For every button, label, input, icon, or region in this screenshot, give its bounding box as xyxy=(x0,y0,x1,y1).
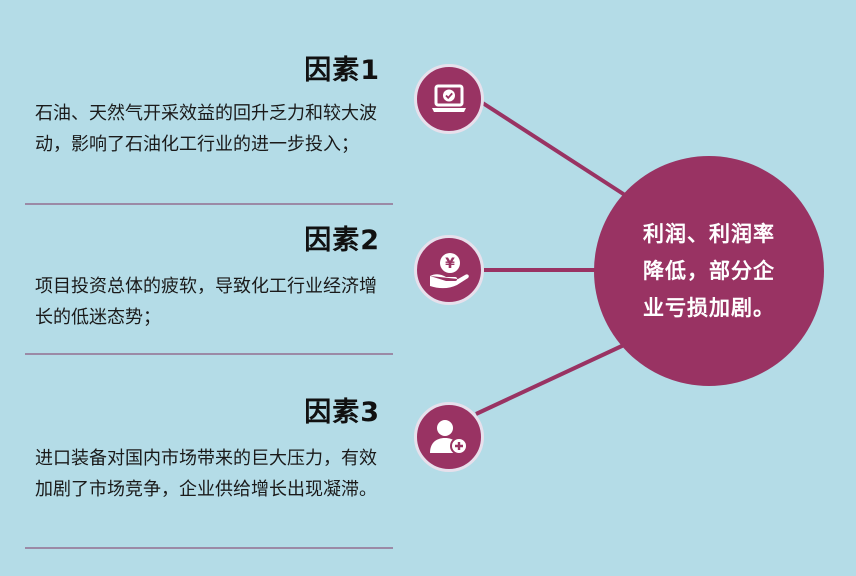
connector-line-1 xyxy=(476,98,630,199)
center-result-circle: 利润、利润率降低，部分企业亏损加剧。 xyxy=(594,156,824,386)
factor-2-icon-circle: ¥ xyxy=(414,235,484,305)
connector-line-3 xyxy=(475,343,625,416)
factor-1-description: 石油、天然气开采效益的回升乏力和较大波动，影响了石油化工行业的进一步投入； xyxy=(35,103,377,155)
factor-1-title: 因素1 xyxy=(304,55,380,86)
factor-3-icon-circle xyxy=(414,402,484,472)
factor-2-description: 项目投资总体的疲软，导致化工行业经济增长的低迷态势； xyxy=(35,276,377,328)
center-result-text: 利润、利润率降低，部分企业亏损加剧。 xyxy=(643,221,775,320)
factor-1-icon-circle xyxy=(414,64,484,134)
factor-3-description: 进口装备对国内市场带来的巨大压力，有效加剧了市场竞争，企业供给增长出现凝滞。 xyxy=(35,448,377,500)
yen-hand-icon: ¥ xyxy=(430,253,469,289)
factor-2-divider xyxy=(25,353,393,355)
laptop-check-icon xyxy=(432,84,466,112)
user-add-icon xyxy=(430,420,468,455)
factor-3-title: 因素3 xyxy=(304,397,380,428)
factor-1-divider xyxy=(25,203,393,205)
factor-3-divider xyxy=(25,547,393,549)
svg-text:¥: ¥ xyxy=(445,256,455,272)
factor-2-title: 因素2 xyxy=(304,225,380,256)
